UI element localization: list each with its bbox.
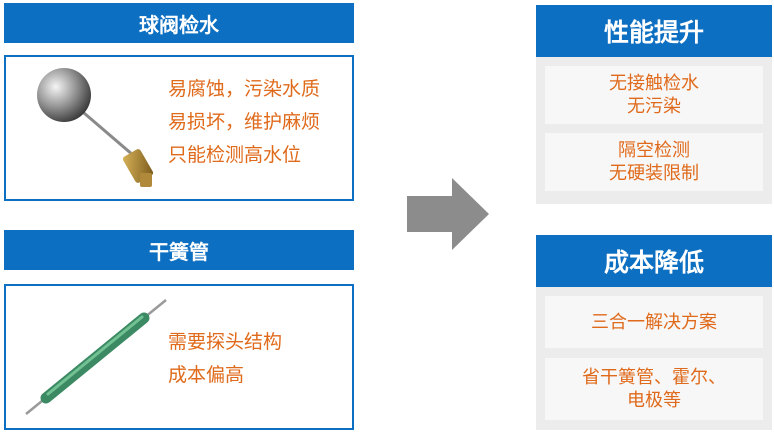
performance-card-line: 隔空检测 — [618, 140, 690, 161]
performance-header: 性能提升 — [536, 5, 772, 57]
right-arrow-icon — [407, 178, 489, 250]
reed-switch-image — [25, 299, 167, 415]
performance-title: 性能提升 — [603, 18, 704, 47]
cost-card-line: 省干簧管、霍尔、 — [582, 367, 726, 388]
float-ball-title: 球阀检水 — [139, 12, 219, 37]
cost-card: 三合一解决方案 — [545, 296, 763, 348]
reed-switch-title: 干簧管 — [149, 239, 209, 264]
float-ball-header: 球阀检水 — [4, 3, 354, 43]
reed-switch-line: 成本偏高 — [168, 364, 245, 386]
reed-switch-header: 干簧管 — [4, 230, 354, 270]
reed-switch-box: 需要探头结构 成本偏高 — [4, 284, 354, 430]
performance-card: 无接触检水 无污染 — [545, 66, 763, 124]
float-ball-line: 只能检测高水位 — [168, 144, 302, 166]
performance-card-line: 无接触检水 — [609, 73, 699, 94]
cost-card: 省干簧管、霍尔、 电极等 — [545, 358, 763, 420]
performance-card-line: 无硬装限制 — [609, 163, 699, 184]
performance-card: 隔空检测 无硬装限制 — [545, 133, 763, 191]
float-ball-line: 易损坏，维护麻烦 — [168, 111, 321, 133]
cost-title: 成本降低 — [603, 248, 704, 277]
reed-switch-description: 需要探头结构 成本偏高 — [168, 326, 282, 392]
reed-switch-line: 需要探头结构 — [168, 331, 283, 353]
float-ball-image — [37, 68, 154, 187]
cost-header: 成本降低 — [536, 235, 772, 287]
cost-card-line: 三合一解决方案 — [591, 311, 717, 333]
float-ball-description: 易腐蚀，污染水质 易损坏，维护麻烦 只能检测高水位 — [168, 73, 320, 172]
float-ball-box: 易腐蚀，污染水质 易损坏，维护麻烦 只能检测高水位 — [4, 55, 354, 201]
float-ball-line: 易腐蚀，污染水质 — [168, 78, 321, 100]
performance-card-line: 无污染 — [627, 96, 681, 117]
cost-card-line: 电极等 — [627, 390, 681, 411]
